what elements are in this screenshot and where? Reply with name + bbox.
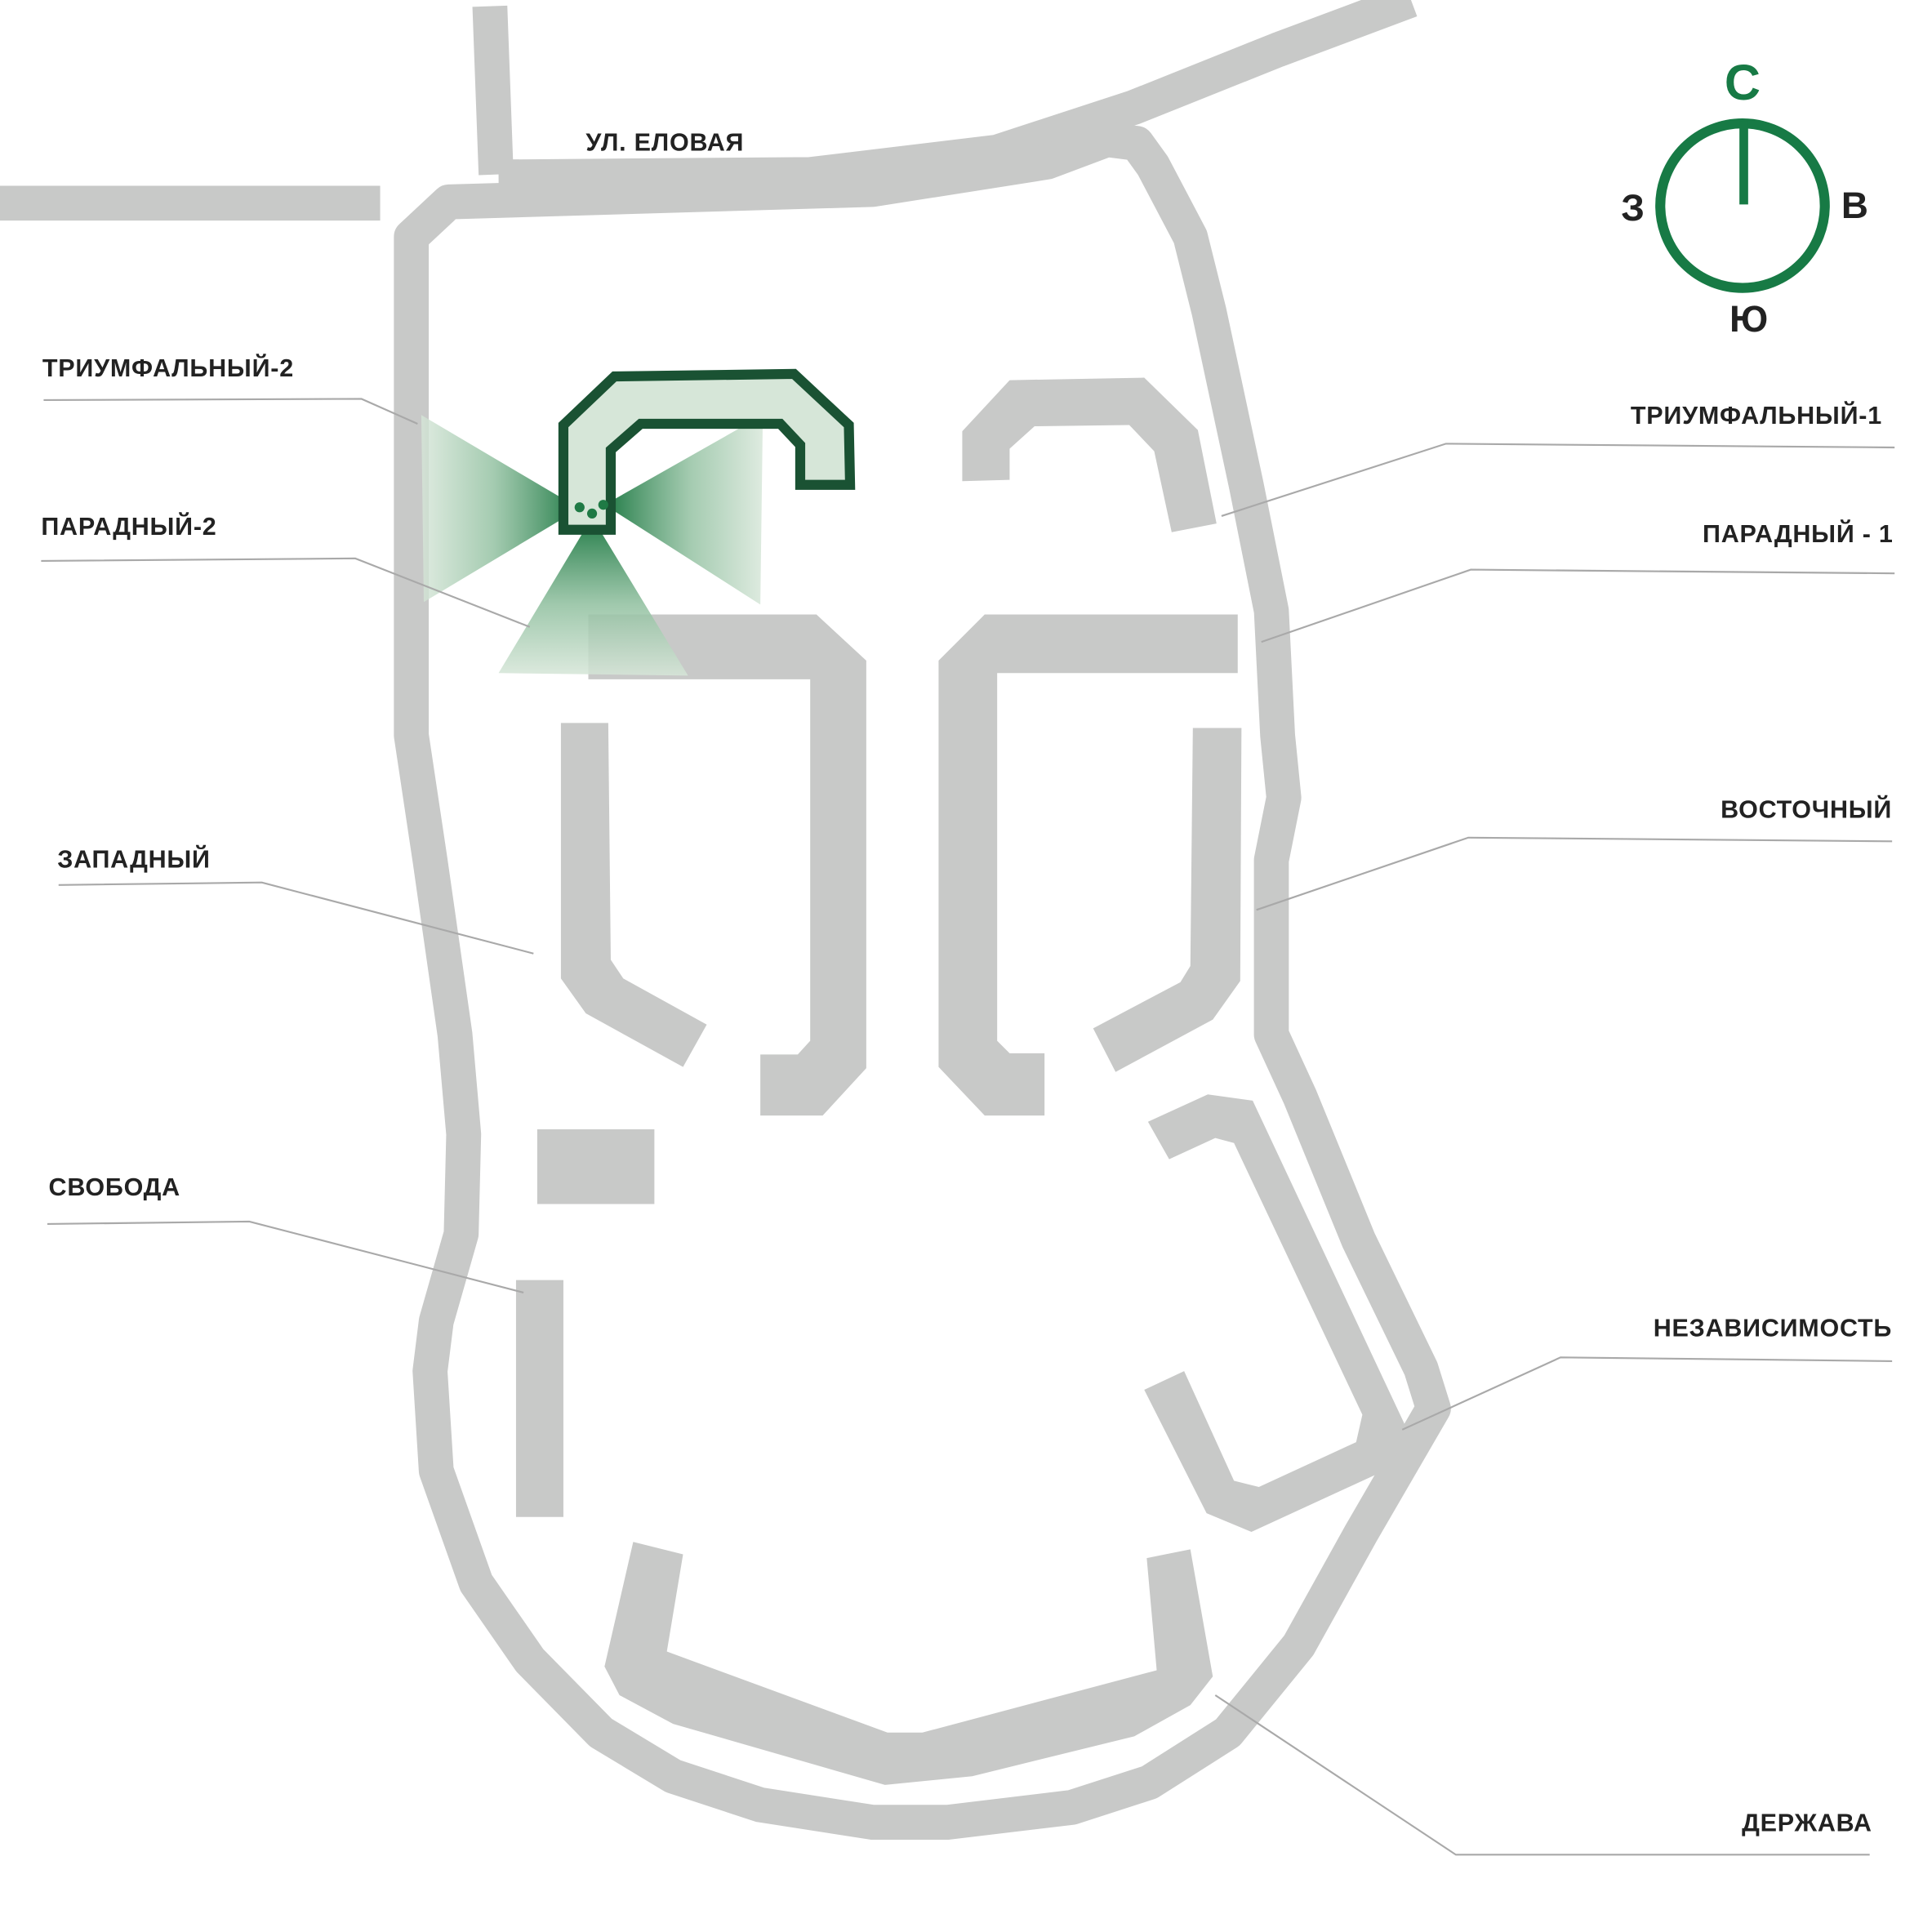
view-cone-south [498, 517, 688, 676]
label-triumfalny-1[interactable]: ТРИУМФАЛЬНЫЙ-1 [1631, 400, 1882, 430]
compass-west: З [1621, 187, 1645, 229]
view-cone-east [604, 415, 763, 605]
road-north-spur [472, 5, 514, 176]
compass: С З В Ю [1621, 55, 1868, 340]
building-vostochny[interactable] [1093, 728, 1242, 1072]
label-derzhava[interactable]: ДЕРЖАВА [1742, 1809, 1872, 1836]
ring-road [394, 122, 1451, 1841]
leader-lines [41, 398, 1895, 1856]
label-svoboda[interactable]: СВОБОДА [49, 1173, 180, 1201]
compass-north: С [1725, 55, 1761, 110]
label-zapadny[interactable]: ЗАПАДНЫЙ [57, 844, 211, 873]
label-triumfalny-2[interactable]: ТРИУМФАЛЬНЫЙ-2 [42, 353, 294, 382]
label-nezavisimost[interactable]: НЕЗАВИСИМОСТЬ [1654, 1314, 1892, 1342]
view-cone-west [421, 415, 580, 603]
building-nezavisimost[interactable] [1144, 1094, 1406, 1533]
building-svoboda[interactable] [515, 1280, 563, 1517]
building-derzhava[interactable] [604, 1542, 1213, 1785]
street-label: УЛ. ЕЛОВАЯ [585, 129, 744, 157]
compass-east: В [1841, 185, 1868, 226]
label-paradny-2[interactable]: ПАРАДНЫЙ-2 [41, 511, 216, 541]
roads [0, 0, 1451, 1841]
label-paradny-1[interactable]: ПАРАДНЫЙ - 1 [1703, 519, 1894, 548]
building-triumfalny-2-selected[interactable] [558, 368, 856, 535]
building-triumfalny-1[interactable] [962, 377, 1217, 532]
view-cones [421, 415, 763, 676]
viewpoint-dots [574, 500, 608, 519]
building-paradny-2[interactable] [588, 614, 866, 1116]
label-vostochny[interactable]: ВОСТОЧНЫЙ [1721, 794, 1892, 823]
building-zapadny[interactable] [560, 723, 707, 1067]
building-block [536, 1128, 655, 1204]
compass-south: Ю [1729, 298, 1768, 340]
building-paradny-1[interactable] [938, 614, 1238, 1116]
road-elovaya [498, 0, 1418, 195]
